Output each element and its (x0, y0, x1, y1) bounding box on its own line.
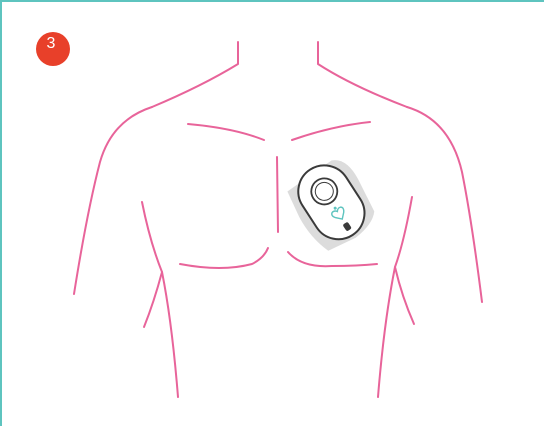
right-arm-inner-line (378, 197, 412, 397)
neck-right-line (318, 42, 407, 107)
neck-left-line (152, 42, 238, 107)
right-pectoral-line (288, 252, 377, 266)
left-shoulder-outline (74, 107, 152, 294)
left-collarbone (188, 124, 264, 140)
right-shoulder-outline (407, 107, 482, 302)
left-arm-inner-line (142, 202, 178, 397)
right-arm-outer-line (395, 267, 414, 324)
sternum-line (277, 157, 278, 232)
right-collarbone (292, 122, 370, 140)
left-arm-outer-line (144, 272, 162, 327)
left-pectoral-line (180, 248, 268, 268)
chest-patch-device (280, 150, 384, 257)
